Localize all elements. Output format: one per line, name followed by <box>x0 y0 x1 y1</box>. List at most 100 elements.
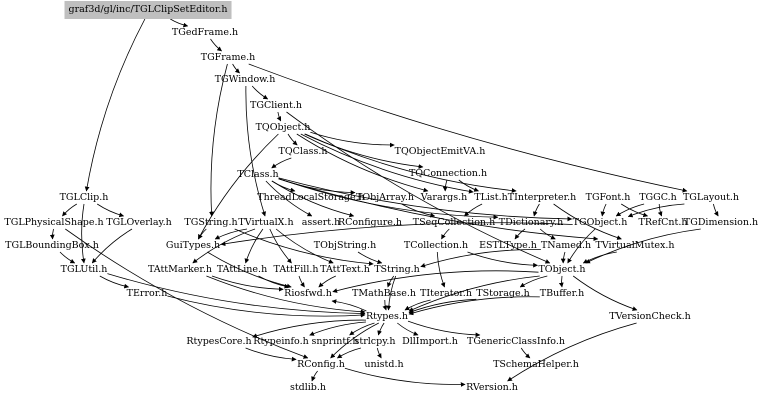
graph-edge <box>311 370 318 382</box>
graph-edge <box>276 111 282 122</box>
graph-edge <box>539 228 556 240</box>
graph-edge <box>96 203 125 218</box>
graph-node: TDictionary.h <box>498 217 564 228</box>
graph-node: ThreadLocalStorage.h <box>257 192 365 203</box>
graph-node: TClass.h <box>237 169 279 180</box>
graph-node: Riosfwd.h <box>284 288 332 299</box>
graph-edge <box>519 275 548 288</box>
graph-node: TSchemaHelper.h <box>493 359 579 370</box>
graph-edge <box>382 299 388 311</box>
graph-node: TObjArray.h <box>355 192 415 203</box>
graph-edge <box>232 63 240 74</box>
graph-node: TInterpreter.h <box>507 192 577 203</box>
graph-node: unistd.h <box>364 359 404 370</box>
graph-node: TObject.h <box>538 264 586 275</box>
graph-edge <box>657 203 663 217</box>
graph-edge <box>210 38 222 52</box>
graph-node: Varargs.h <box>420 192 468 203</box>
graph-node: snprintf.h <box>311 336 359 347</box>
graph-edge <box>245 347 297 362</box>
graph-edge <box>251 85 269 100</box>
graph-root-node: graf3d/gl/inc/TGLClipSetEditor.h <box>64 1 232 19</box>
graph-edge <box>397 322 419 336</box>
graph-edge <box>332 270 539 293</box>
graph-edge <box>713 203 719 217</box>
graph-edge <box>458 179 479 192</box>
graph-edge <box>258 275 290 289</box>
graph-node: TVersionCheck.h <box>609 311 691 322</box>
graph-edge <box>65 228 309 359</box>
graph-edge <box>287 133 298 146</box>
graph-edge <box>209 63 228 217</box>
graph-node: assert.h <box>301 217 341 228</box>
graph-edge <box>420 249 541 268</box>
graph-node: TGedFrame.h <box>171 27 239 38</box>
graph-node: RtypesCore.h <box>186 336 252 347</box>
graph-node: TQClass.h <box>278 146 328 157</box>
graph-edge <box>265 180 313 217</box>
graph-edge <box>532 203 540 217</box>
graph-edge <box>520 347 531 359</box>
graph-node: TGLPhysicalShape.h <box>4 217 104 228</box>
graph-node: TGenericClassInfo.h <box>467 336 565 347</box>
graph-node: TObjString.h <box>313 240 377 251</box>
graph-node: TGLayout.h <box>682 192 740 203</box>
graph-edge <box>386 275 395 288</box>
graph-node: TGLOverlay.h <box>106 217 172 228</box>
graph-edge <box>197 133 279 240</box>
graph-edge <box>336 347 361 359</box>
graph-edge <box>349 322 375 336</box>
graph-edge <box>407 320 481 338</box>
graph-edge <box>377 322 385 336</box>
graph-edge <box>441 228 450 240</box>
graph-node: TAttText.h <box>320 264 370 275</box>
graph-node: TList.h <box>474 192 508 203</box>
graph-node: TGFrame.h <box>200 52 256 63</box>
graph-node: TGClient.h <box>250 100 302 111</box>
graph-edge <box>252 319 367 338</box>
graph-edge <box>330 322 379 359</box>
graph-edge <box>514 228 526 240</box>
graph-edge <box>436 251 446 288</box>
graph-edge <box>401 203 436 218</box>
graph-edge <box>84 18 146 192</box>
graph-edge <box>220 222 573 247</box>
graph-node: TStorage.h <box>476 288 530 299</box>
graph-node: TCollection.h <box>403 240 469 251</box>
graph-edge <box>271 180 355 218</box>
graph-node: stdlib.h <box>289 382 327 393</box>
graph-edge <box>408 298 477 314</box>
graph-node: TGLUtil.h <box>60 264 108 275</box>
graph-node: TAttMarker.h <box>147 264 213 275</box>
graph-node: TAttFill.h <box>273 264 319 275</box>
graph-edge <box>275 228 334 264</box>
graph-node: TAttLine.h <box>216 264 268 275</box>
graph-edge <box>244 228 264 264</box>
graph-node: TQObject.h <box>255 122 311 133</box>
graph-edge <box>207 251 292 289</box>
graph-edge <box>310 131 395 148</box>
graph-edge <box>170 18 189 28</box>
graph-edge <box>560 251 566 264</box>
graph-node: RConfigure.h <box>337 217 403 228</box>
graph-node: TGString.h <box>184 217 238 228</box>
graph-node: TQConnection.h <box>408 168 488 179</box>
graph-edge <box>553 203 622 240</box>
graph-edge <box>59 251 76 264</box>
graph-edge <box>408 296 540 316</box>
graph-node: Rtypes.h <box>365 311 409 322</box>
graph-node: RVersion.h <box>466 382 518 393</box>
graph-edge <box>296 133 429 193</box>
graph-edge <box>49 228 55 240</box>
graph-edge <box>507 322 637 382</box>
graph-edge <box>357 251 383 265</box>
graph-edge <box>464 203 483 217</box>
graph-node: RConfig.h <box>297 359 345 370</box>
graph-edge <box>585 228 701 264</box>
graph-edge <box>99 275 130 289</box>
graph-edge <box>62 203 78 217</box>
graph-edge <box>211 275 284 292</box>
graph-edge <box>442 179 448 192</box>
